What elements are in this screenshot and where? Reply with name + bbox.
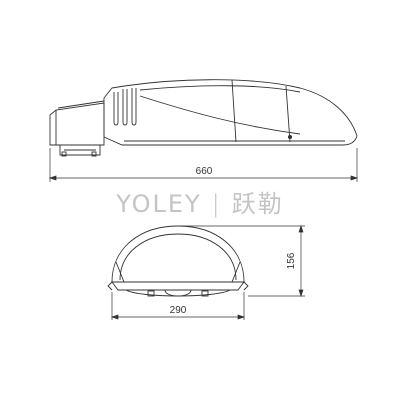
side-view-top-ridge [139,85,301,93]
brand-separator: | [211,190,222,218]
side-view-screw [287,134,293,140]
side-view-mount-box [49,102,105,146]
front-view-dome-inner [119,233,237,281]
side-view [49,79,358,157]
side-view-dimension [48,148,359,182]
front-view-left-rib [115,261,125,283]
height-dimension-label: 156 [286,252,297,269]
length-dimension-label: 660 [196,166,213,177]
front-view [107,225,249,297]
side-view-clamp-bolt-2 [91,151,97,157]
brand-watermark: YOLEY | 跃勒 [0,184,400,219]
side-view-fins [113,88,137,126]
front-view-right-cap [243,281,249,291]
side-view-mount-top [57,100,105,109]
width-dimension-label: 290 [170,305,187,316]
side-view-seam-2 [285,85,291,143]
side-view-housing [103,79,358,146]
brand-latin: YOLEY [116,190,202,218]
side-view-inner-curve [139,95,301,135]
front-view-height-dimension [180,224,305,298]
side-view-seam-1 [231,79,237,143]
side-view-clamp-bolt [61,151,67,157]
front-view-left-bolt [147,290,155,297]
front-view-center-fixture [164,289,192,297]
front-view-right-rib [231,261,241,283]
front-view-lens [125,289,231,297]
front-view-dome-outer [111,225,245,283]
brand-chinese: 跃勒 [231,190,284,218]
front-view-left-cap [107,281,113,291]
front-view-width-dimension [110,292,246,320]
front-view-base [111,281,245,291]
side-view-clamp [59,145,101,156]
front-view-right-bolt [201,290,209,297]
